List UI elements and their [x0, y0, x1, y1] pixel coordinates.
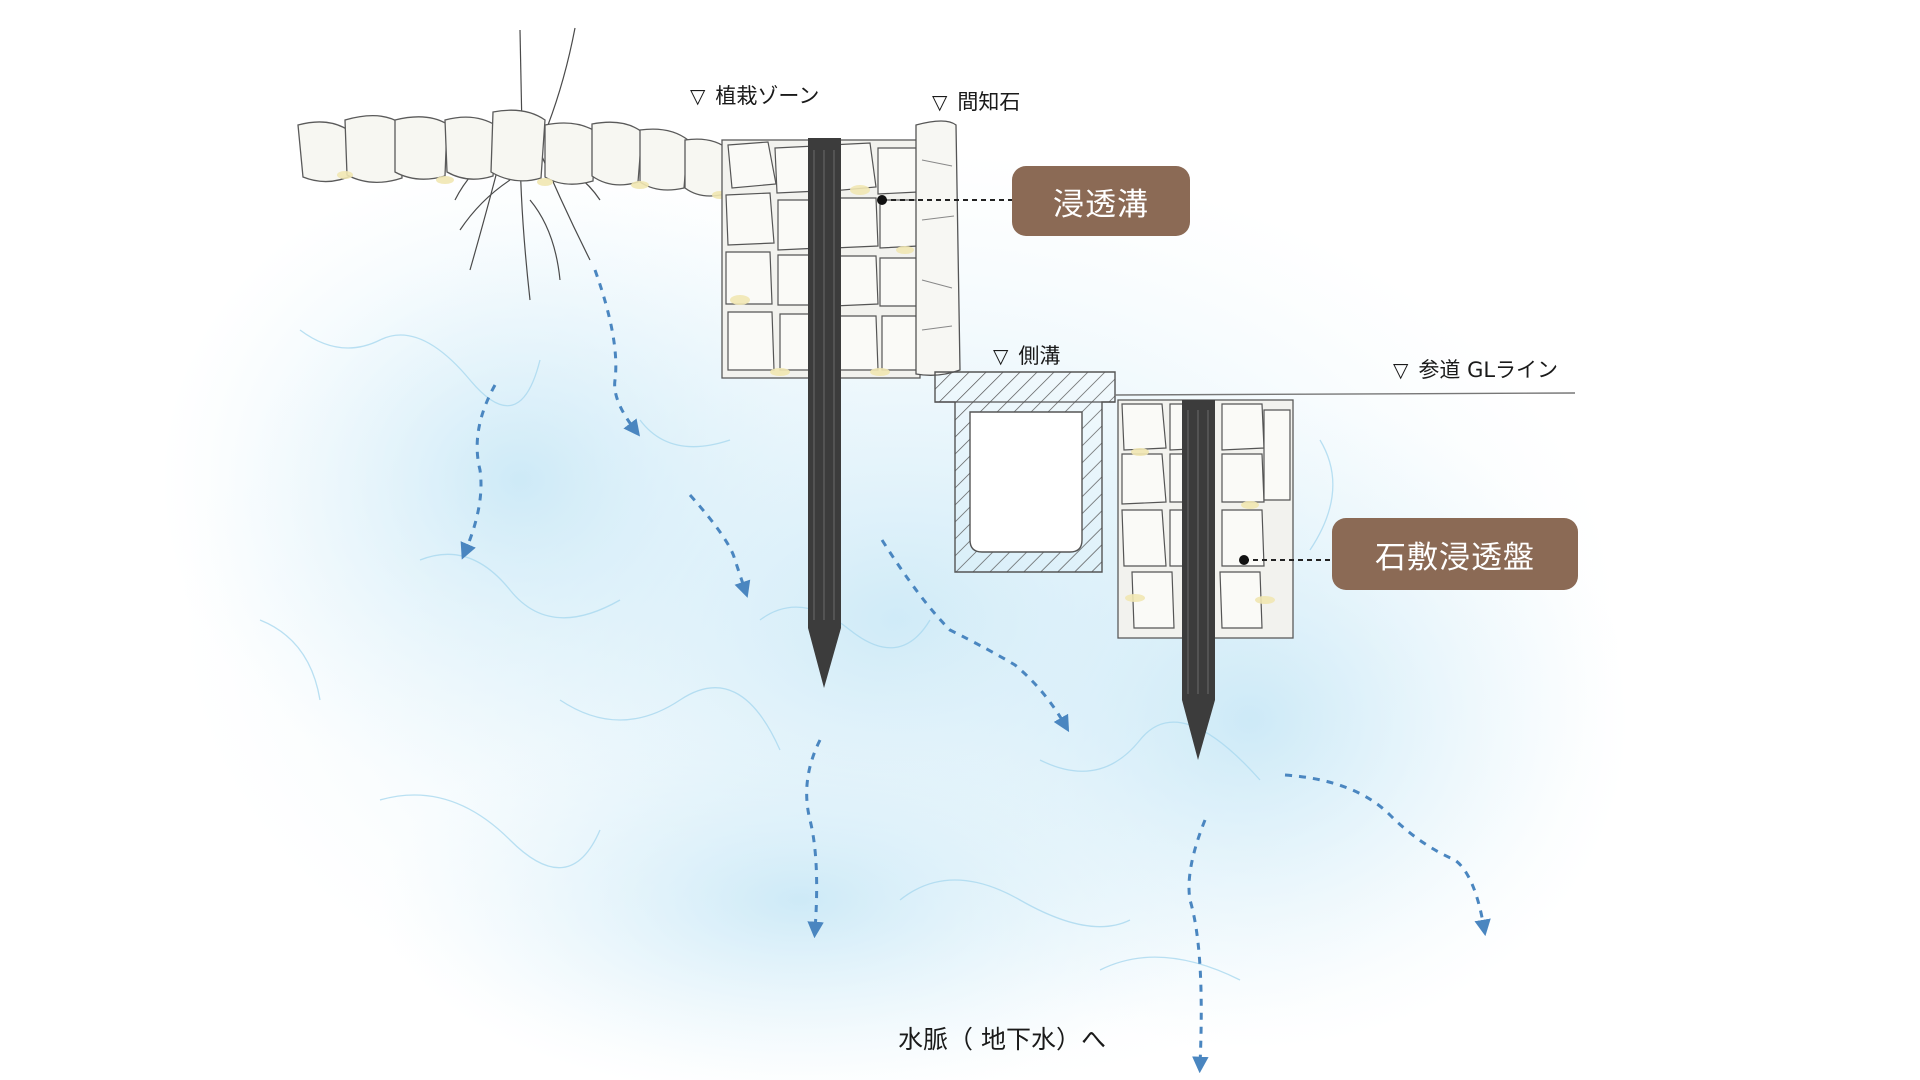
flow-arrow-5 — [805, 739, 824, 939]
label-side-ditch: ▽側溝 — [993, 344, 1061, 368]
callout-infiltration-trench: 浸透溝 — [1012, 166, 1190, 236]
flow-arrow-2 — [460, 384, 497, 560]
leader-dot-trench — [877, 195, 887, 205]
triangle-down-icon: ▽ — [932, 90, 948, 114]
label-planting-zone: ▽植栽ゾーン — [690, 84, 820, 108]
callout-leaders — [882, 199, 1332, 561]
flow-arrow-4 — [880, 539, 1070, 733]
flow-arrow-1 — [593, 269, 641, 437]
gl-line — [1114, 392, 1576, 396]
planting-zone-gravel — [337, 171, 728, 199]
callout-stone-infiltration-bed: 石敷浸透盤 — [1332, 518, 1578, 590]
upper-post — [808, 138, 841, 688]
label-groundwater: 水脈（ 地下水）へ — [898, 1025, 1106, 1054]
flow-arrow-7 — [1284, 773, 1491, 937]
side-ditch — [934, 371, 1116, 573]
lower-post — [1182, 400, 1215, 760]
triangle-down-icon: ▽ — [993, 344, 1009, 368]
triangle-down-icon: ▽ — [690, 84, 706, 108]
flow-arrow-3 — [688, 494, 751, 598]
label-boundary-stone: ▽間知石 — [932, 90, 1021, 114]
flow-arrows — [460, 269, 1491, 1074]
triangle-down-icon: ▽ — [1393, 358, 1409, 382]
planting-zone-stones — [297, 109, 768, 202]
leader-dot-bed — [1239, 555, 1249, 565]
flow-arrow-6 — [1187, 819, 1209, 1074]
label-approach-gl: ▽参道 GLライン — [1393, 358, 1559, 382]
